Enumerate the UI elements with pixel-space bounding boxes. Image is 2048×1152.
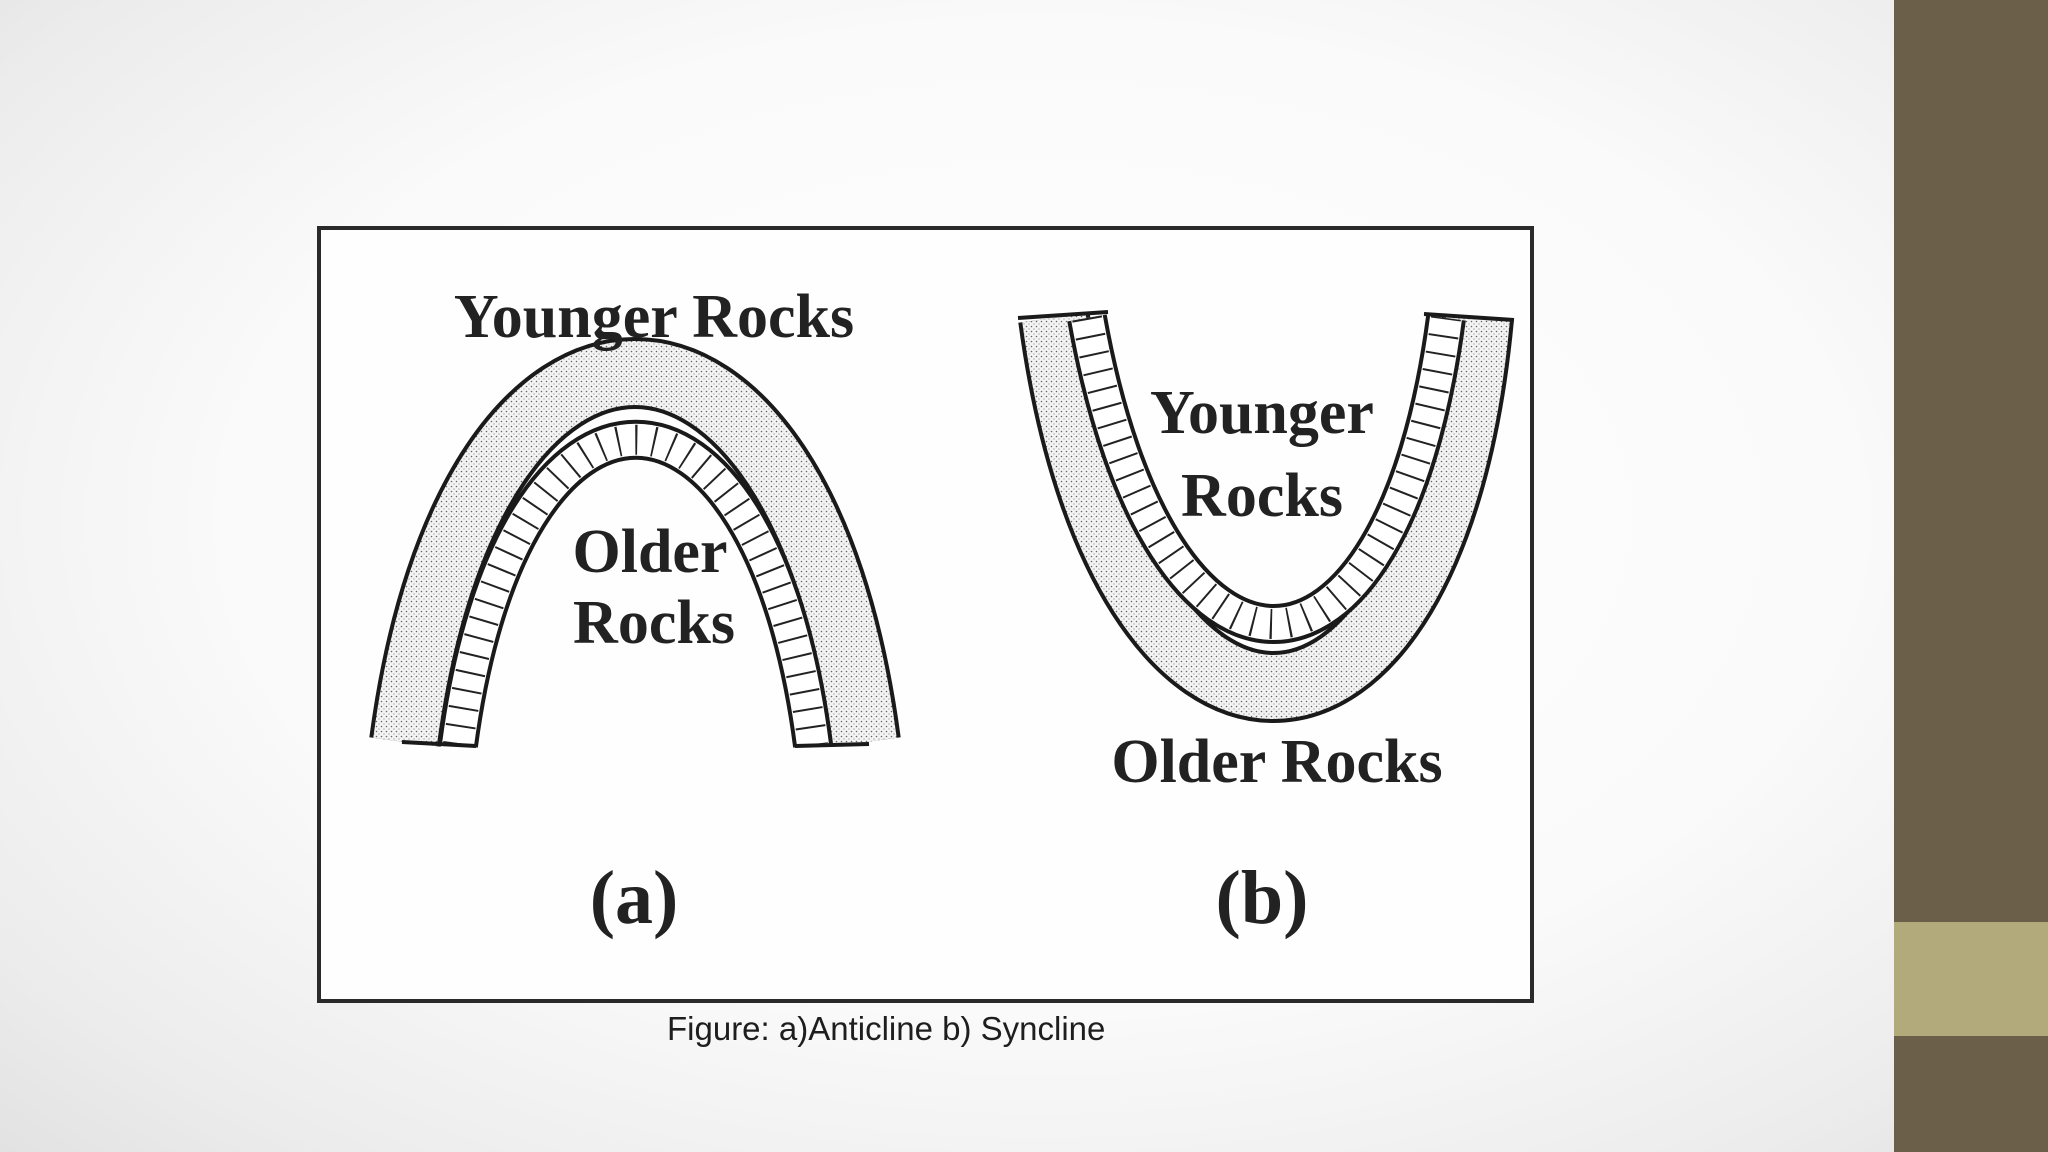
anticline-older-label-line2: Rocks: [573, 589, 735, 657]
syncline-fold: [1017, 310, 1515, 723]
syncline-stippled-layer: [1022, 313, 1510, 719]
syncline-younger-label-line2: Rocks: [1181, 462, 1343, 530]
anticline-older-label-line1: Older: [573, 518, 728, 586]
fold-diagram: Younger Rocks Older Rocks (a) Younger Ro…: [317, 226, 1534, 1003]
anticline-younger-rocks-label: Younger Rocks: [454, 283, 854, 351]
syncline-older-rocks-label: Older Rocks: [1111, 728, 1442, 796]
syncline-brick-layer: [1071, 315, 1462, 640]
anticline-stippled-layer: [373, 341, 897, 747]
figure-caption: Figure: a)Anticline b) Syncline: [667, 1010, 1106, 1047]
anticline-fold: [369, 337, 901, 748]
slide-side-accent: [1894, 922, 2048, 1036]
panel-a-marker: (a): [590, 856, 679, 940]
syncline-younger-label-line1: Younger: [1150, 379, 1374, 447]
anticline-brick-joints: [443, 425, 828, 747]
panel-b-marker: (b): [1216, 856, 1309, 940]
